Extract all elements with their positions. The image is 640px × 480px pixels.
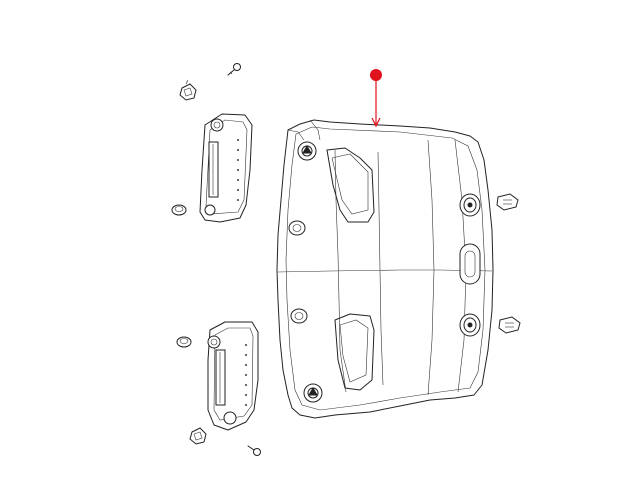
callout-marker — [370, 69, 382, 128]
grommet-rear-left — [303, 383, 323, 403]
visor-screw-lower[interactable] — [247, 445, 261, 456]
dome-light-opening — [459, 243, 481, 285]
grommet-front-left — [297, 141, 317, 161]
visor-screw-upper[interactable] — [227, 63, 241, 76]
grommet-mid-left-1 — [288, 220, 306, 236]
retainer-clip-upper[interactable] — [496, 193, 519, 211]
grommet-mid-left-2 — [290, 308, 308, 324]
visor-bracket-upper[interactable] — [179, 79, 197, 101]
left-sun-visor-upper[interactable] — [199, 113, 253, 223]
grommet-rear-right — [459, 313, 481, 337]
visor-clip-lower[interactable] — [176, 336, 192, 348]
retainer-clip-lower[interactable] — [498, 316, 521, 334]
grommet-front-right — [459, 193, 481, 217]
visor-bracket-lower[interactable] — [189, 427, 207, 445]
left-sun-visor-lower[interactable] — [207, 321, 259, 431]
headliner-panel[interactable] — [276, 119, 494, 419]
visor-clip-upper[interactable] — [171, 204, 187, 216]
